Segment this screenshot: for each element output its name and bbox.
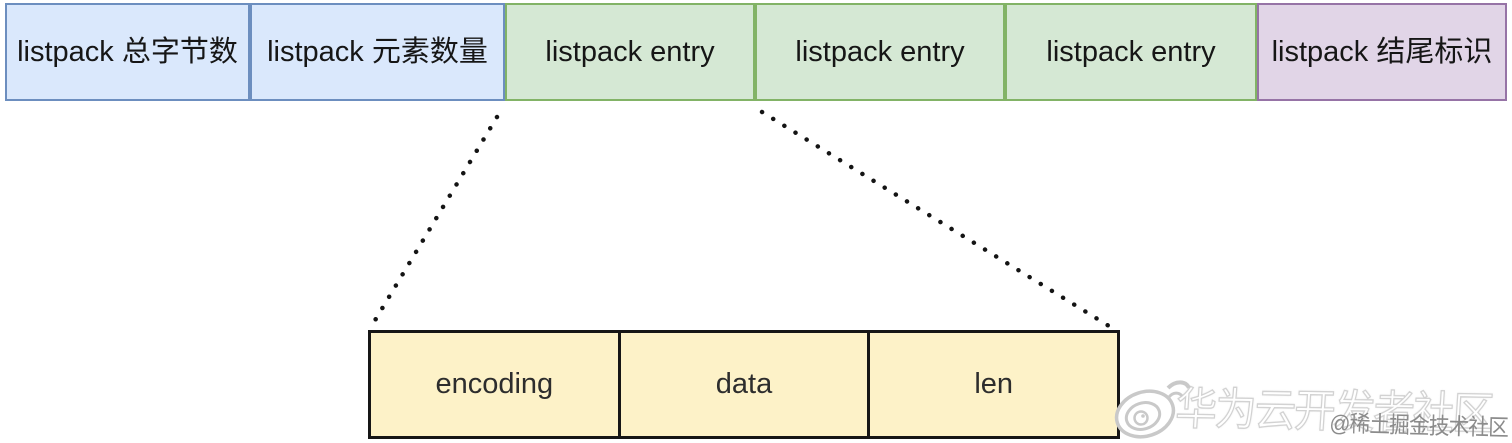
entry-detail-box: encoding data len bbox=[368, 330, 1120, 439]
cell-entry-2-label: listpack entry bbox=[795, 36, 965, 68]
cell-end-marker-label: listpack 结尾标识 bbox=[1271, 36, 1493, 68]
cell-total-bytes-label: listpack 总字节数 bbox=[17, 36, 238, 68]
cell-encoding: encoding bbox=[371, 333, 618, 436]
cell-entry-3: listpack entry bbox=[1005, 3, 1257, 101]
cell-element-count: listpack 元素数量 bbox=[250, 3, 505, 101]
cell-len: len bbox=[867, 333, 1117, 436]
dotted-line-left bbox=[368, 114, 500, 330]
cell-element-count-label: listpack 元素数量 bbox=[267, 36, 488, 68]
cell-entry-3-label: listpack entry bbox=[1046, 36, 1216, 68]
cell-entry-2: listpack entry bbox=[755, 3, 1005, 101]
cell-entry-1: listpack entry bbox=[505, 3, 755, 101]
cell-data-label: data bbox=[715, 368, 773, 400]
dotted-line-right bbox=[759, 109, 1120, 334]
listpack-row: listpack 总字节数 listpack 元素数量 listpack ent… bbox=[5, 3, 1507, 101]
cell-total-bytes: listpack 总字节数 bbox=[5, 3, 250, 101]
weibo-icon bbox=[1114, 380, 1191, 439]
cell-len-label: len bbox=[974, 368, 1014, 400]
watermark-small-text: @稀土掘金技术社区 bbox=[1329, 409, 1509, 441]
cell-data: data bbox=[617, 333, 868, 436]
cell-end-marker: listpack 结尾标识 bbox=[1257, 3, 1507, 101]
cell-encoding-label: encoding bbox=[435, 368, 554, 400]
cell-entry-1-label: listpack entry bbox=[545, 36, 715, 68]
